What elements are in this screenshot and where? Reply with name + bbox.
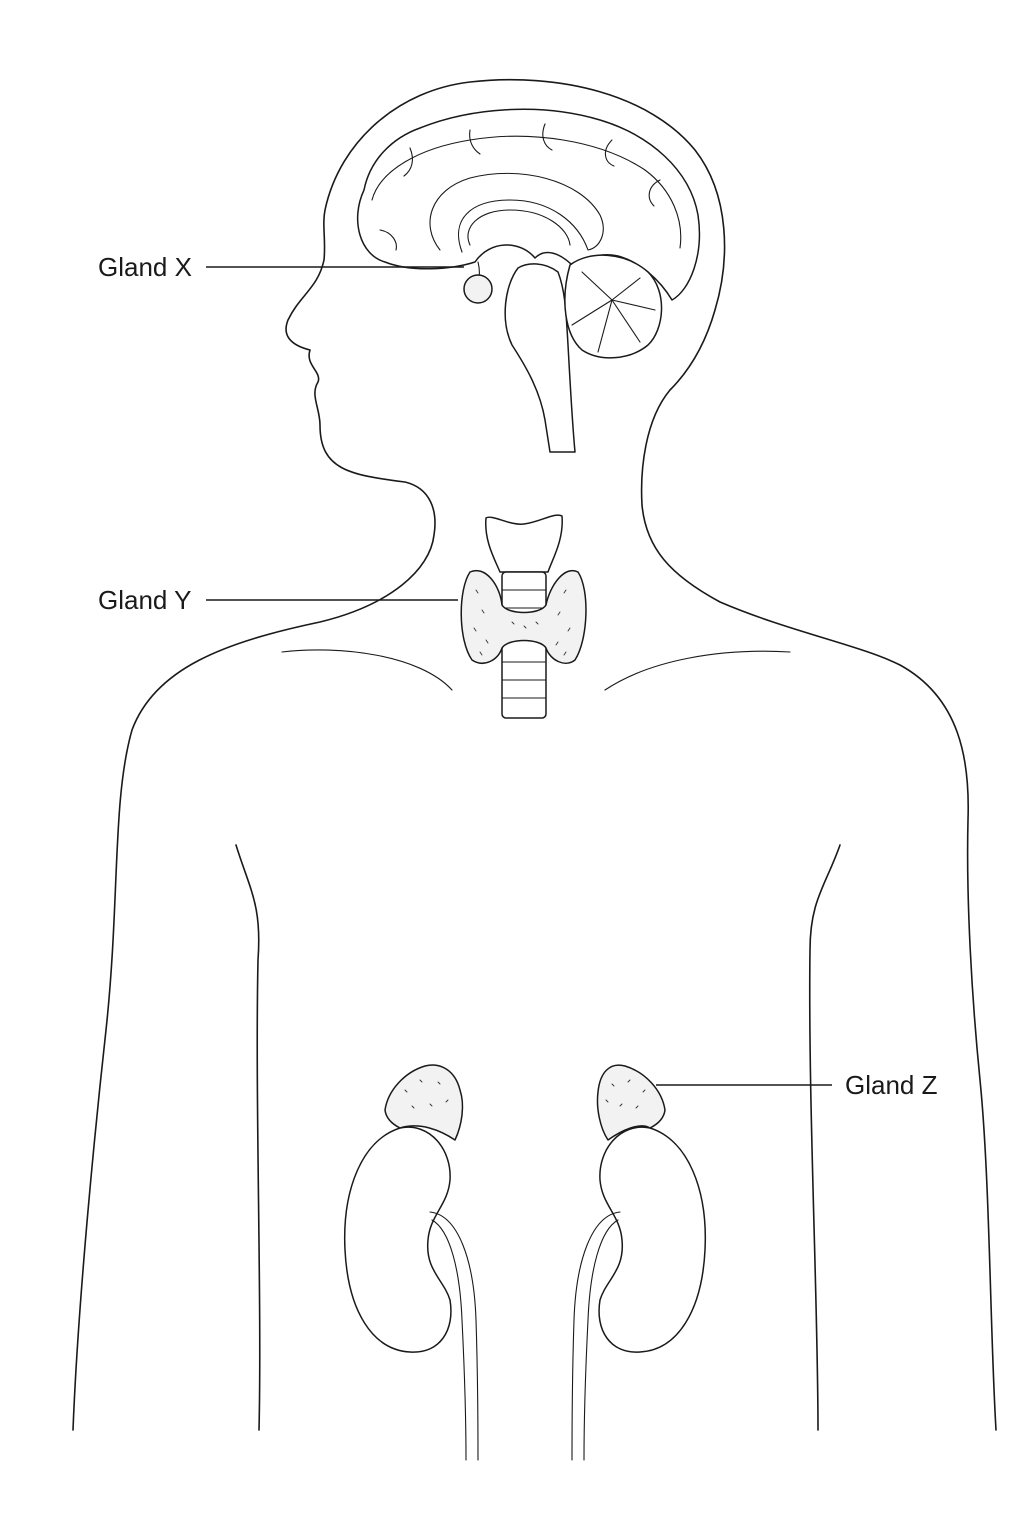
left-ureter-inner — [429, 1211, 479, 1461]
corpus-callosum-inner — [467, 209, 571, 246]
cerebrum-inner-fold — [371, 135, 682, 249]
thyroid-texture — [473, 589, 571, 656]
right-adrenal-texture — [605, 1079, 646, 1109]
brainstem — [504, 263, 576, 453]
cerebellum-folia-4 — [611, 299, 641, 343]
gland-x-pituitary — [463, 274, 493, 304]
right-kidney — [598, 1126, 707, 1353]
cerebellum — [564, 254, 663, 359]
gyrus-1 — [403, 147, 413, 177]
cerebellum-folia-6 — [571, 299, 613, 326]
left-kidney — [343, 1126, 452, 1353]
left-collarbone — [281, 649, 453, 691]
cerebellum-folia-2 — [611, 277, 641, 301]
cerebrum — [356, 108, 701, 301]
right-collarbone — [604, 650, 791, 691]
gland-y-label: Gland Y — [98, 585, 191, 615]
gyrus-6 — [379, 229, 397, 251]
cerebellum-folia-3 — [611, 299, 656, 311]
gland-z-right-adrenal — [596, 1064, 666, 1141]
gland-z-left-adrenal — [384, 1064, 464, 1141]
cerebellum-folia-5 — [597, 299, 613, 353]
right-torso-line — [808, 844, 841, 1431]
trachea — [501, 571, 547, 719]
left-torso-line — [235, 844, 261, 1431]
right-ureter-inner — [571, 1211, 621, 1461]
gyrus-2 — [469, 129, 481, 155]
gyrus-5 — [648, 179, 661, 207]
body-outline — [72, 78, 997, 1431]
gland-x-label: Gland X — [98, 252, 192, 282]
corpus-callosum — [429, 172, 604, 253]
gland-y-thyroid — [460, 569, 587, 664]
gyrus-4 — [604, 139, 615, 167]
gland-z-label: Gland Z — [845, 1070, 938, 1100]
gyrus-3 — [542, 123, 553, 151]
right-ureter — [583, 1219, 619, 1461]
larynx — [485, 514, 563, 573]
left-adrenal-texture — [404, 1079, 449, 1109]
cerebellum-folia-1 — [581, 271, 613, 301]
left-ureter — [431, 1219, 467, 1461]
